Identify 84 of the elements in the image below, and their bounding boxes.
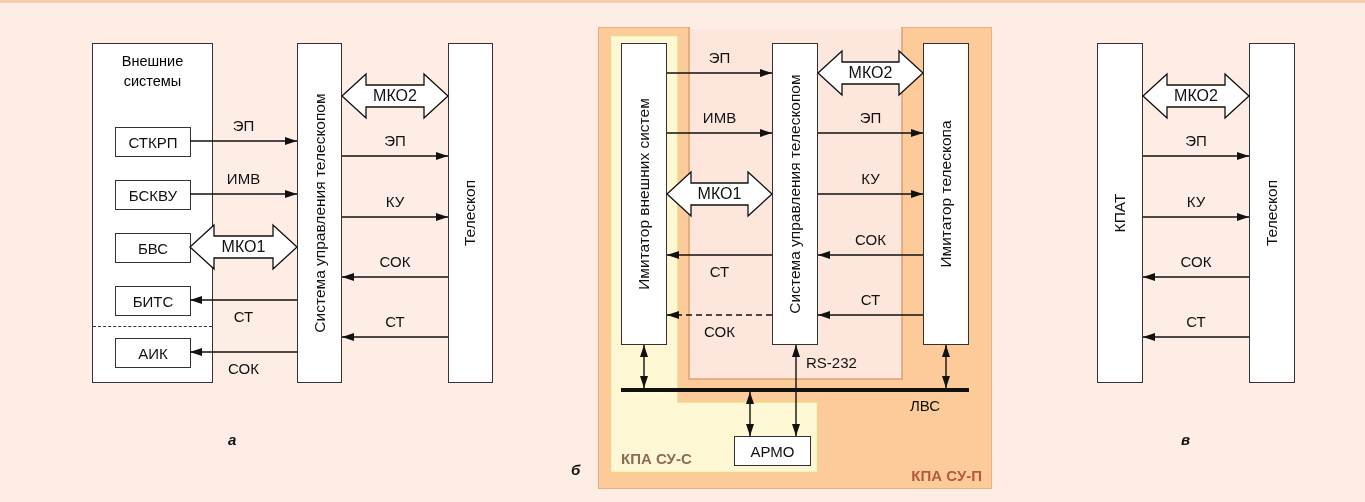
edge-label: ИМВ <box>226 171 261 186</box>
process-box: СТКРП <box>115 127 191 157</box>
edge-label: МКО2 <box>373 88 417 104</box>
arrow <box>666 129 773 137</box>
block-arrow <box>341 72 449 120</box>
arrow <box>640 344 648 389</box>
edge-label: СОК <box>855 232 886 247</box>
panel-letter: в <box>1181 432 1191 447</box>
arrow <box>666 69 773 77</box>
edge-label: ЭП <box>1185 133 1207 148</box>
box-label: Телескоп <box>1263 179 1281 247</box>
arrow <box>189 190 298 198</box>
process-box <box>1249 43 1295 383</box>
edge-label: ЭП <box>859 110 882 125</box>
edge-label: СОК <box>228 361 259 376</box>
arrow <box>666 251 773 259</box>
arrow <box>817 311 924 319</box>
arrow <box>817 129 924 137</box>
box-label: Система управления телескопом <box>786 74 804 314</box>
region-area <box>598 27 992 489</box>
box-label: Система управления телескопом <box>310 93 329 333</box>
arrow <box>341 213 449 221</box>
edge-label: ЭП <box>708 50 731 65</box>
edge-label: СОК <box>1180 254 1212 269</box>
region-title: КПА СУ-С <box>621 450 692 467</box>
edge-label: ЭП <box>232 118 255 133</box>
process-box <box>772 43 818 345</box>
arrow <box>189 296 298 304</box>
edge-label: СТ <box>385 314 405 329</box>
process-box: БСКВУ <box>115 180 191 210</box>
process-box <box>621 43 667 345</box>
edge-label: КУ <box>385 194 405 209</box>
edge-label: RS-232 <box>806 355 857 370</box>
process-box <box>1097 43 1143 383</box>
process-box <box>297 43 342 383</box>
process-box: АРМО <box>734 436 811 466</box>
arrow <box>341 333 449 341</box>
region-title: КПА СУ-П <box>911 467 982 484</box>
arrow <box>1142 152 1250 160</box>
block-arrow <box>817 49 924 97</box>
box-label: КПАТ <box>1111 193 1129 233</box>
box-label: Имитатор внешних систем <box>635 98 653 290</box>
edge-label: МКО1 <box>221 239 266 255</box>
edge-label: КУ <box>1186 194 1206 209</box>
edge-label: ЭП <box>384 133 406 148</box>
arrow <box>746 391 754 437</box>
box-label: Телескоп <box>461 179 480 247</box>
arrow <box>1142 333 1250 341</box>
process-box <box>448 43 493 383</box>
process-box: БИТС <box>115 286 191 316</box>
block-arrow <box>189 223 298 271</box>
arrow <box>189 137 298 145</box>
group-title: Внешние системы <box>120 52 185 91</box>
arrow <box>792 344 800 437</box>
process-box: БВС <box>115 233 191 263</box>
process-box: АИК <box>115 338 191 368</box>
arrow <box>666 311 773 319</box>
edge-label: СТ <box>709 264 730 279</box>
edge-label: МКО2 <box>848 65 893 81</box>
edge-label: СТ <box>233 309 254 324</box>
edge-label: МКО1 <box>697 186 742 202</box>
arrow <box>817 251 924 259</box>
arrow <box>341 152 449 160</box>
edge-label: СТ <box>860 292 881 307</box>
edge-label: МКО2 <box>1174 88 1218 104</box>
process-box <box>923 43 969 345</box>
block-arrow <box>666 170 773 218</box>
edge-label: СТ <box>1186 314 1206 329</box>
edge-label: СОК <box>704 324 735 339</box>
block-arrow <box>1142 72 1250 120</box>
arrow <box>942 344 950 389</box>
arrow <box>1142 273 1250 281</box>
panel-letter: а <box>228 432 237 447</box>
edge-label: ИМВ <box>702 110 737 125</box>
bus-label: ЛВС <box>910 398 941 413</box>
edge-label: КУ <box>861 171 880 186</box>
arrow <box>341 273 449 281</box>
arrow <box>1142 213 1250 221</box>
edge-label: СОК <box>379 254 411 269</box>
arrow <box>189 348 298 356</box>
box-label: Имитатор телескопа <box>937 120 955 268</box>
panel-letter: б <box>571 462 581 477</box>
group-box <box>92 43 213 383</box>
arrow <box>817 190 924 198</box>
